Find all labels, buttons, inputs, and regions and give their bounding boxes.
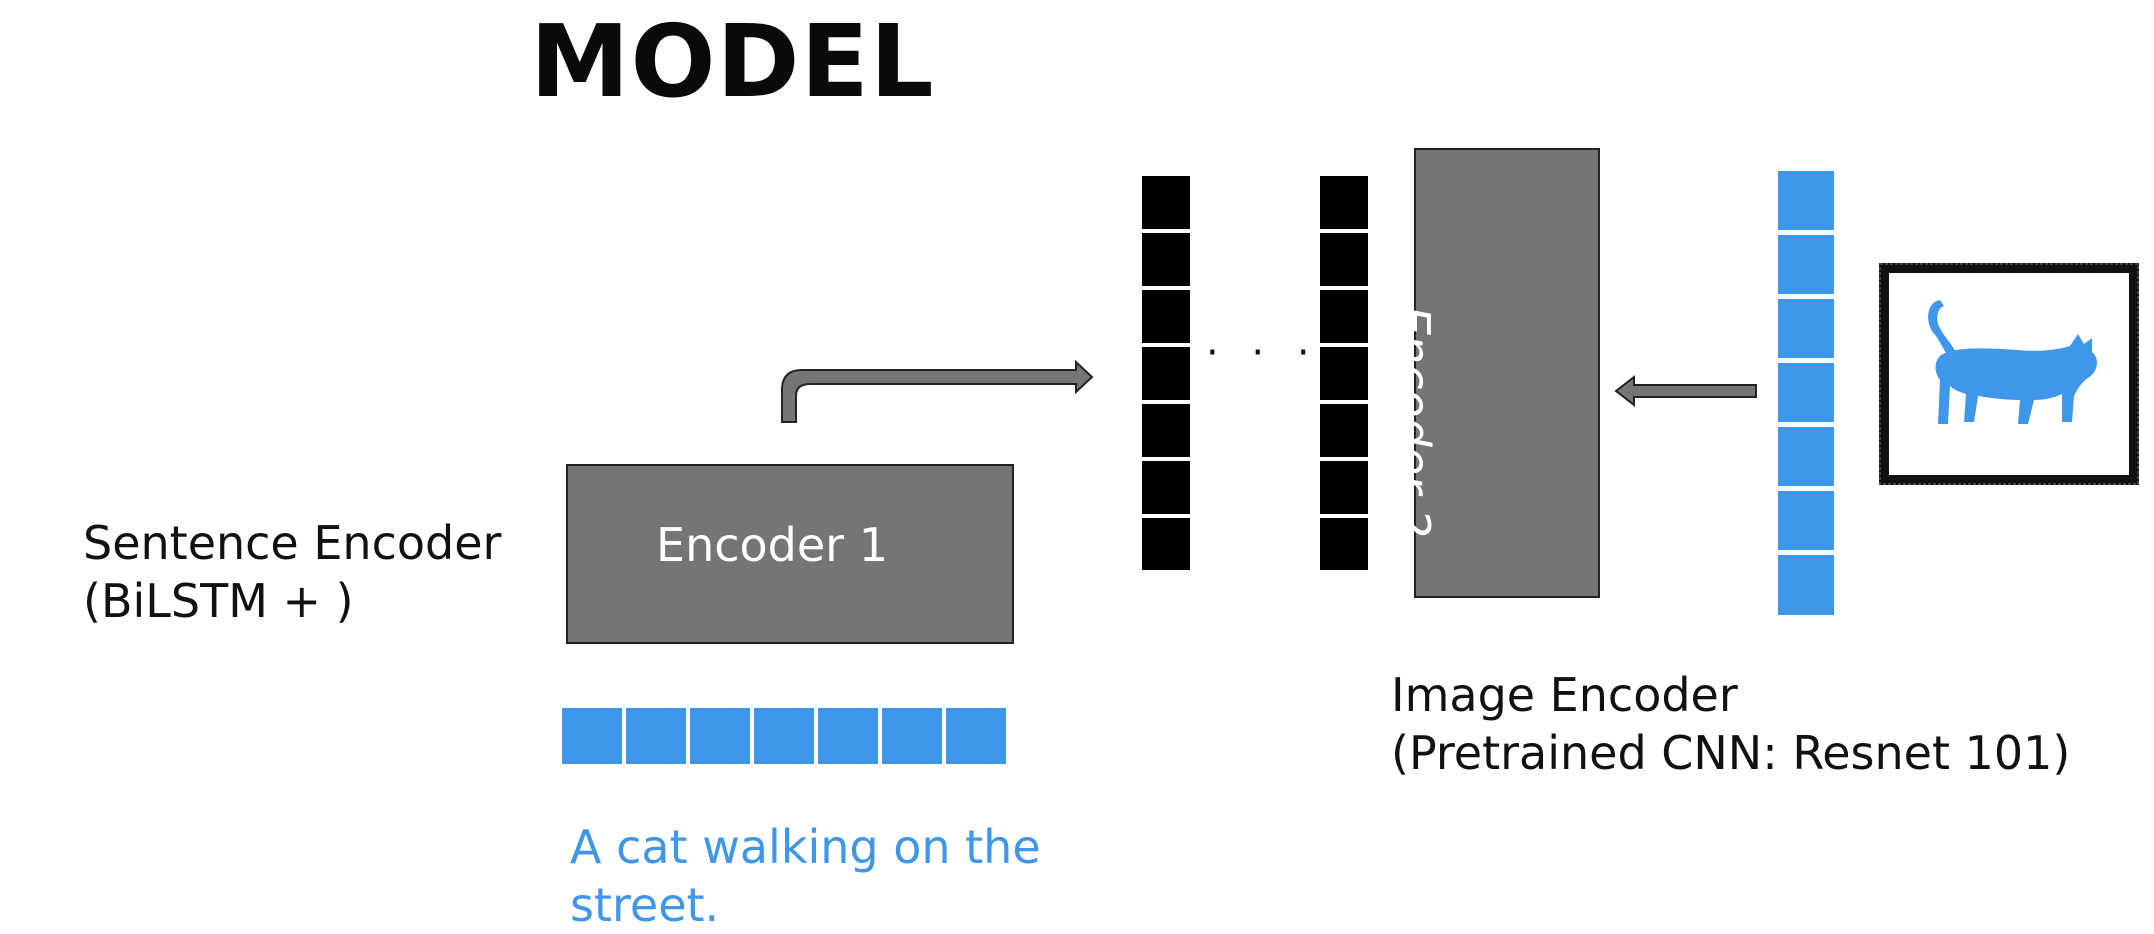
sentence-vector-column-left (1142, 176, 1190, 570)
embedding-cell (818, 708, 878, 764)
vector-cell (1142, 233, 1190, 286)
ellipsis: · · · (1206, 330, 1320, 376)
word-embedding-vector (562, 708, 1010, 764)
feature-cell (1778, 363, 1834, 422)
vector-cell (1320, 518, 1368, 570)
vector-cell (1142, 518, 1190, 570)
vector-cell (1320, 404, 1368, 457)
sentence-encoder-label: Sentence Encoder (BiLSTM + ) (83, 514, 501, 630)
feature-cell (1778, 235, 1834, 294)
vector-cell (1320, 461, 1368, 514)
embedding-cell (754, 708, 814, 764)
input-sentence-caption: A cat walking on the street. (570, 818, 1041, 934)
feature-cell (1778, 427, 1834, 486)
arrow-right-icon (781, 359, 1094, 423)
embedding-cell (626, 708, 686, 764)
image-feature-vector (1778, 171, 1834, 615)
embedding-cell (882, 708, 942, 764)
image-encoder-line2: (Pretrained CNN: Resnet 101) (1391, 726, 2071, 780)
caption-line1: A cat walking on the (570, 820, 1041, 874)
encoder-2-label: Encoder 2 (1386, 306, 1440, 538)
feature-cell (1778, 171, 1834, 230)
feature-cell (1778, 299, 1834, 358)
sentence-encoder-line2: (BiLSTM + ) (83, 574, 354, 628)
vector-cell (1142, 176, 1190, 229)
embedding-cell (690, 708, 750, 764)
feature-cell (1778, 555, 1834, 615)
caption-line2: street. (570, 878, 720, 932)
image-encoder-line1: Image Encoder (1391, 668, 1738, 722)
sentence-vector-column-right (1320, 176, 1368, 570)
page-title: MODEL (530, 3, 935, 120)
vector-cell (1142, 461, 1190, 514)
feature-cell (1778, 491, 1834, 550)
vector-cell (1320, 290, 1368, 343)
vector-cell (1142, 404, 1190, 457)
vector-cell (1142, 347, 1190, 400)
sentence-encoder-line1: Sentence Encoder (83, 516, 502, 570)
vector-cell (1320, 347, 1368, 400)
vector-cell (1320, 176, 1368, 229)
encoder-1-box: Encoder 1 (566, 464, 1014, 644)
arrow-left-icon (1614, 374, 1757, 408)
embedding-cell (946, 708, 1006, 764)
image-encoder-label: Image Encoder (Pretrained CNN: Resnet 10… (1391, 666, 2070, 782)
vector-cell (1142, 290, 1190, 343)
encoder-2-box (1414, 148, 1600, 598)
embedding-cell (562, 708, 622, 764)
encoder-1-label: Encoder 1 (656, 518, 888, 572)
vector-cell (1320, 233, 1368, 286)
cat-image-icon (1879, 263, 2139, 485)
